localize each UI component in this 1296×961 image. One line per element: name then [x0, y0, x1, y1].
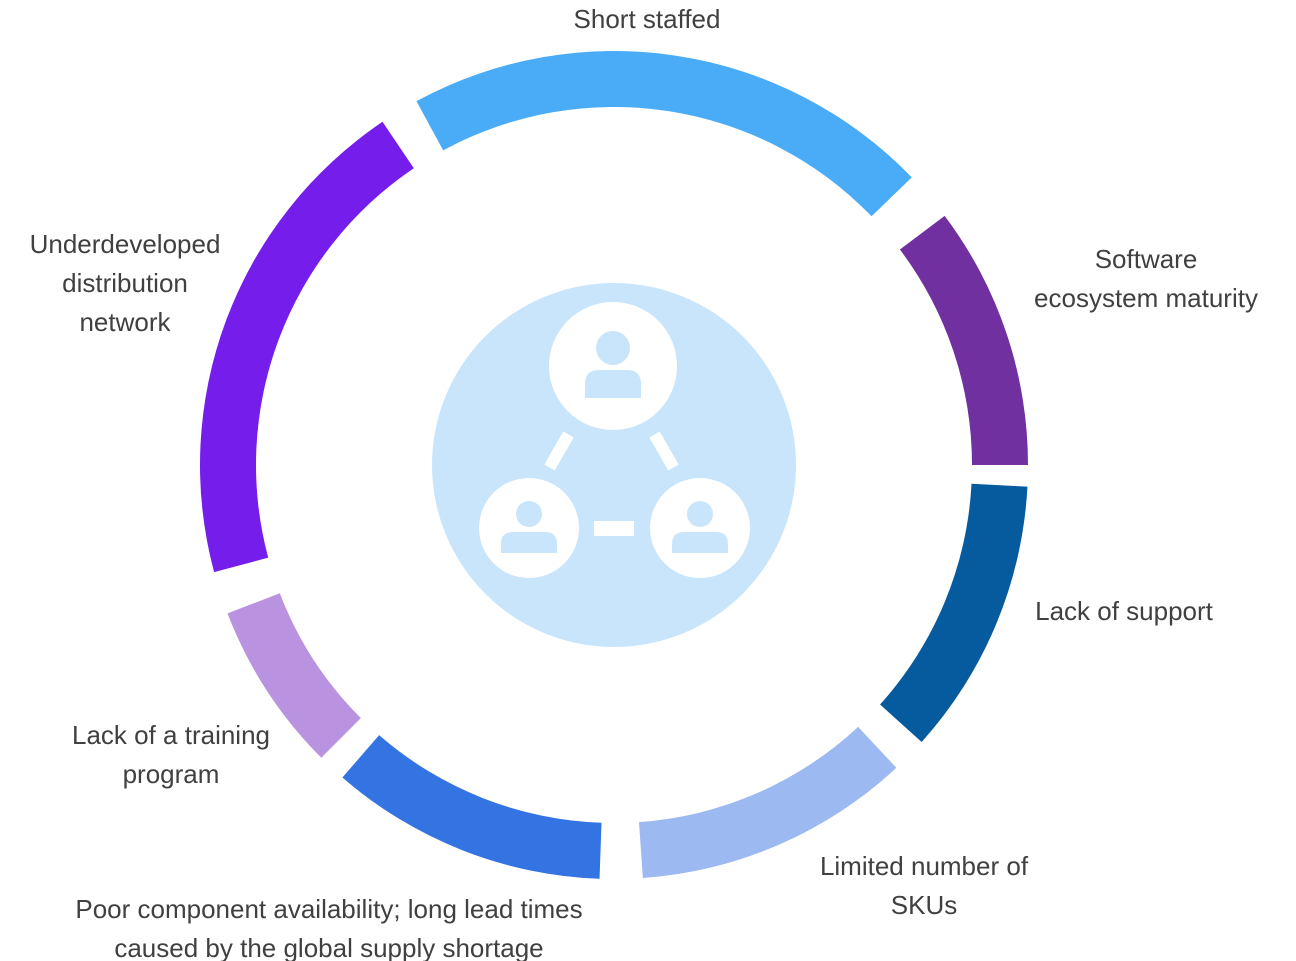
top-person-body [585, 370, 641, 398]
label-short-staffed: Short staffed [574, 0, 721, 39]
label-line: Limited number of [819, 851, 1029, 881]
top-person-badge [549, 302, 677, 430]
label-software-ecosystem: Software ecosystem maturity [1034, 240, 1258, 318]
label-lack-of-support: Lack of support [1035, 592, 1213, 631]
label-limited-skus: Limited number of SKUs [820, 847, 1028, 925]
ring-segment-underdeveloped-distribution [200, 121, 414, 573]
label-poor-component-availability: Poor component availability; long lead t… [75, 890, 582, 961]
bottom-left-person-body [501, 532, 557, 553]
bottom-left-person-icon [479, 478, 579, 578]
bottom-right-person-head [687, 501, 713, 527]
label-line: Underdeveloped [29, 229, 221, 259]
user-network-icon [432, 283, 796, 647]
label-line: Software [1094, 244, 1198, 274]
label-line: Lack of a training [71, 720, 271, 750]
label-line: network [79, 307, 171, 337]
label-line: Poor component availability; long lead t… [75, 894, 583, 924]
bottom-left-person-head [516, 501, 542, 527]
ring-segment-poor-component-availability [342, 735, 602, 879]
bottom-right-person-badge [650, 478, 750, 578]
label-line: ecosystem maturity [1034, 283, 1258, 313]
connector-right [649, 431, 679, 471]
connector-bottom [594, 521, 634, 536]
label-line: SKUs [890, 890, 958, 920]
label-line: distribution [62, 268, 188, 298]
ring-segments [200, 50, 1028, 879]
ring-segment-lack-of-support [880, 483, 1028, 743]
label-line: caused by the global supply shortage [114, 933, 544, 961]
label-line: Short staffed [573, 4, 721, 34]
bottom-left-person-badge [479, 478, 579, 578]
ring-segment-limited-skus [638, 726, 897, 878]
connector-left [544, 431, 574, 471]
label-line: program [122, 759, 220, 789]
label-underdeveloped-distribution: Underdeveloped distribution network [30, 225, 221, 342]
top-person-head [596, 331, 630, 365]
bottom-right-person-body [672, 532, 728, 553]
ring-segment-software-ecosystem [899, 215, 1028, 465]
top-person-icon [549, 302, 677, 430]
label-line: Lack of support [1035, 596, 1213, 626]
ring-segment-short-staffed [416, 50, 912, 217]
label-lack-of-training: Lack of a training program [72, 716, 270, 794]
bottom-right-person-icon [650, 478, 750, 578]
ring-segment-lack-of-training [227, 593, 361, 758]
